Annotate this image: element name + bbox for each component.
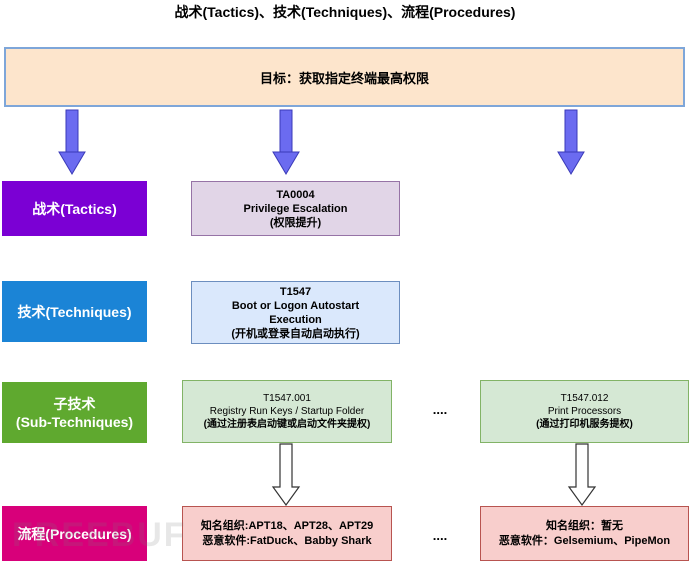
procedure-1-malware: 恶意软件:FatDuck、Babby Shark — [202, 534, 372, 547]
row-label-subtechniques-line1: 子技术 — [53, 395, 96, 412]
row-label-tactics: 战术(Tactics) — [2, 181, 147, 236]
technique-id: T1547 — [279, 285, 312, 298]
row-label-tactics-text: 战术(Tactics) — [32, 200, 117, 217]
row-label-subtechniques: 子技术 (Sub-Techniques) — [2, 382, 147, 443]
row-label-procedures-text: 流程(Procedures) — [17, 525, 132, 542]
subtechnique-2-name-cn: (通过打印机服务提权) — [536, 419, 633, 430]
tactic-id: TA0004 — [276, 188, 315, 201]
procedure-box-1: 知名组织:APT18、APT28、APT29 恶意软件:FatDuck、Babb… — [182, 506, 392, 561]
blue-arrow-1 — [58, 109, 86, 175]
diagram-title: 战术(Tactics)、技术(Techniques)、流程(Procedures… — [174, 4, 516, 20]
tactic-name: Privilege Escalation — [243, 202, 348, 215]
subtechnique-2-name: Print Processors — [547, 406, 622, 417]
technique-name-line1: Boot or Logon Autostart — [231, 299, 360, 312]
row-label-subtechniques-line2: (Sub-Techniques) — [15, 413, 134, 430]
goal-text: 目标：获取指定终端最高权限 — [259, 70, 429, 86]
row-label-techniques: 技术(Techniques) — [2, 281, 147, 342]
procedure-box-2: 知名组织：暂无 恶意软件：Gelsemium、PipeMon — [480, 506, 689, 561]
subtechnique-1-name-cn: (通过注册表启动键或启动文件夹提权) — [203, 419, 371, 430]
technique-name-line2: Execution — [269, 313, 322, 326]
blue-arrow-2 — [272, 109, 300, 175]
technique-box: T1547 Boot or Logon Autostart Execution … — [191, 281, 400, 344]
procedure-2-malware: 恶意软件：Gelsemium、PipeMon — [498, 534, 671, 547]
subtechnique-1-name: Registry Run Keys / Startup Folder — [209, 406, 365, 417]
technique-name-cn: (开机或登录自动启动执行) — [231, 327, 360, 340]
procedure-1-groups: 知名组织:APT18、APT28、APT29 — [200, 519, 374, 532]
ellipsis-procedures: .... — [432, 528, 448, 543]
tactic-name-cn: (权限提升) — [269, 216, 322, 229]
ellipsis-subtech: .... — [432, 402, 448, 417]
subtechnique-1-id: T1547.001 — [263, 393, 311, 404]
hollow-arrow-1 — [271, 443, 301, 507]
tactic-box: TA0004 Privilege Escalation (权限提升) — [191, 181, 400, 236]
goal-box: 目标：获取指定终端最高权限 — [4, 47, 685, 107]
row-label-techniques-text: 技术(Techniques) — [17, 303, 132, 320]
subtechnique-box-1: T1547.001 Registry Run Keys / Startup Fo… — [182, 380, 392, 443]
row-label-procedures: 流程(Procedures) — [2, 506, 147, 561]
procedure-2-groups: 知名组织：暂无 — [546, 519, 623, 532]
watermark: FREEBUF — [12, 516, 187, 554]
blue-arrow-3 — [557, 109, 585, 175]
subtechnique-2-id: T1547.012 — [560, 393, 609, 404]
hollow-arrow-2 — [567, 443, 597, 507]
subtechnique-box-2: T1547.012 Print Processors (通过打印机服务提权) — [480, 380, 689, 443]
